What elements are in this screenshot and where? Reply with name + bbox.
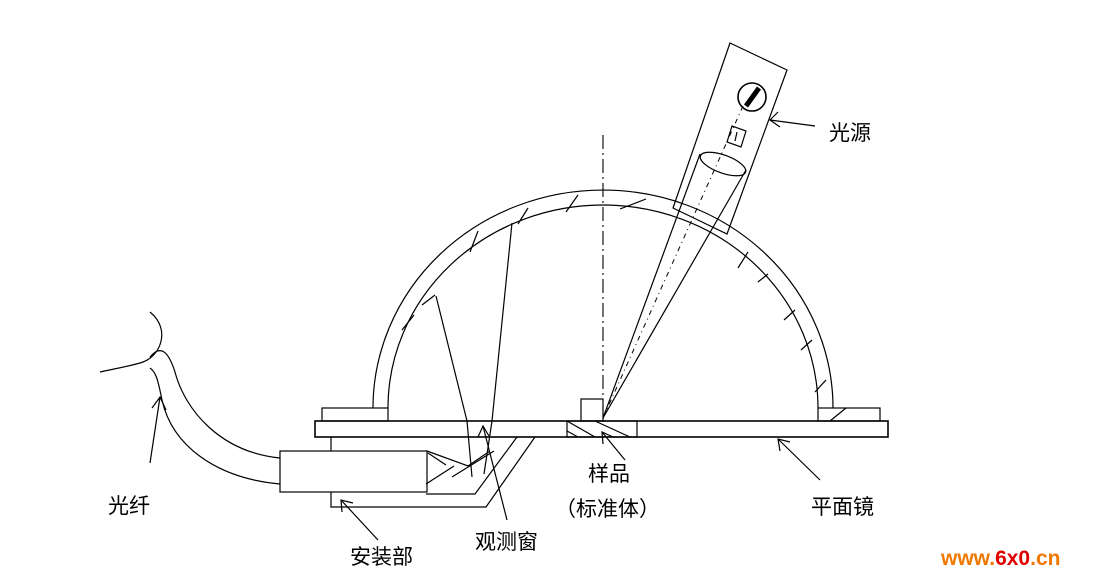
watermark: www.6x0.cn — [940, 547, 1060, 570]
sample-holder — [580, 398, 604, 422]
sample — [566, 398, 638, 438]
reflected-ray — [435, 295, 468, 422]
screw-slot — [743, 86, 762, 108]
sample-hatch — [566, 430, 579, 438]
arrowhead — [477, 424, 490, 438]
screw-icon — [737, 82, 767, 112]
watermark-suffix: .cn — [1030, 547, 1060, 570]
mount-outline — [330, 436, 536, 508]
beam-axis — [602, 105, 744, 419]
fiber-upper — [149, 350, 281, 459]
light-source — [602, 42, 788, 419]
sample-arrow — [601, 431, 626, 461]
arrowhead — [769, 111, 781, 128]
label-mirror: 平面镜 — [811, 495, 874, 519]
label-fiber: 光纤 — [108, 494, 150, 518]
dome-hatch — [565, 194, 579, 213]
window-arrow — [482, 425, 508, 521]
fiber-end-curve — [99, 311, 163, 373]
label-sample-sub: （标准体） — [555, 497, 660, 521]
dome-hatch — [619, 198, 647, 210]
dome-hatch — [401, 314, 415, 331]
dome-hatch — [517, 207, 529, 225]
sample-hatch — [594, 420, 631, 438]
mount-arrow — [340, 499, 379, 541]
fiber-lower — [149, 367, 281, 485]
leader-arrows — [149, 111, 821, 541]
arrowhead — [601, 431, 614, 445]
optical-fiber — [99, 311, 281, 485]
arrowhead — [777, 438, 791, 452]
lamp-element — [726, 125, 747, 148]
flange-hatch — [829, 407, 847, 422]
watermark-prefix: www. — [940, 547, 995, 570]
reflected-ray — [466, 420, 473, 478]
fiber-arrow — [149, 396, 161, 464]
light-cone-edge — [602, 153, 701, 419]
mount-inner — [426, 436, 518, 495]
dome-hatch — [783, 309, 796, 321]
mount-hatch — [451, 450, 495, 478]
label-window: 观测窗 — [475, 530, 538, 554]
dome-hatch — [800, 339, 813, 351]
lamp-filament — [734, 131, 738, 142]
sample-hatch — [566, 420, 596, 438]
fiber-connector — [279, 450, 428, 493]
arrowhead — [151, 395, 167, 411]
light-source-housing — [672, 42, 788, 235]
dome-hatch — [737, 251, 749, 269]
dome-hatch — [469, 230, 479, 253]
dome-hatch — [757, 273, 769, 283]
light-cone-edge — [602, 169, 747, 419]
mirror-arrow — [777, 438, 821, 481]
arrowhead — [340, 499, 354, 513]
label-sample: 样品 — [588, 462, 630, 486]
lens-ellipse — [699, 151, 747, 177]
connector-taper — [426, 450, 491, 467]
dome-inner-arc — [387, 204, 819, 409]
dome-hatch — [814, 379, 827, 393]
mount-hatch — [427, 452, 447, 466]
light-source-arrow — [769, 119, 816, 127]
reflected-ray — [491, 222, 513, 422]
right-flange — [817, 407, 881, 422]
label-mount: 安装部 — [350, 545, 413, 569]
label-light-source: 光源 — [829, 121, 871, 145]
mount-hatch — [425, 465, 455, 485]
left-flange — [321, 407, 389, 422]
watermark-mid: 6x0 — [995, 547, 1030, 570]
mount-part — [330, 436, 536, 508]
dome-hatch — [421, 294, 436, 306]
